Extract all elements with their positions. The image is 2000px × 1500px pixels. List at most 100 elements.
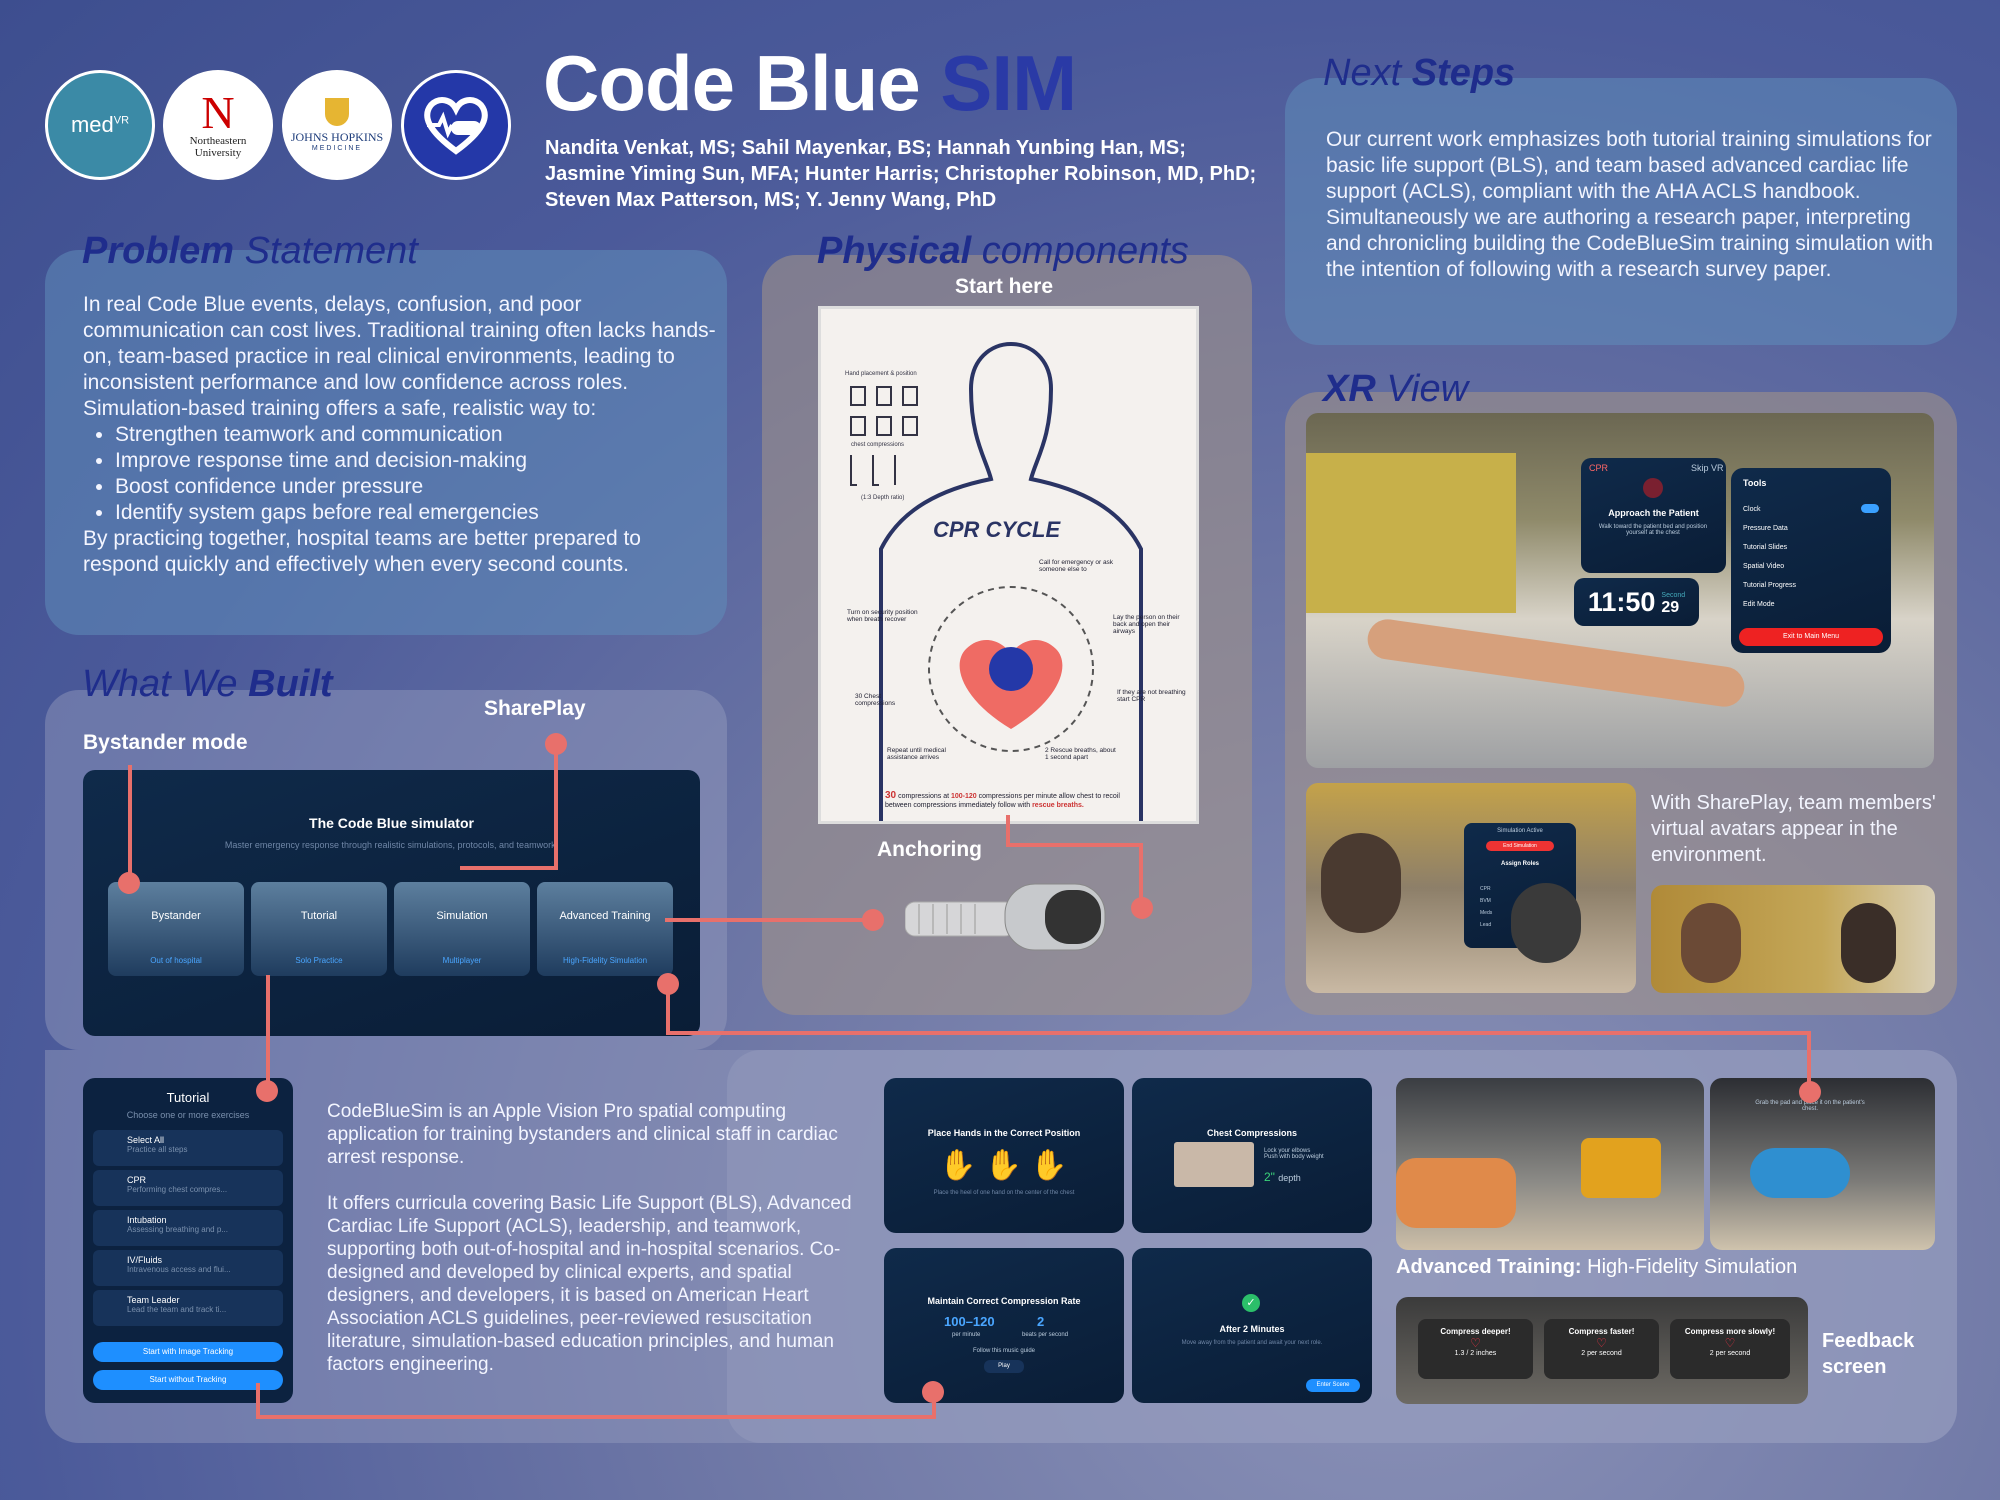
northeastern-logo: N Northeastern University <box>163 70 273 180</box>
connector <box>128 765 132 882</box>
avatar <box>1841 903 1896 983</box>
next-steps-panel <box>1285 78 1957 345</box>
connector <box>1006 815 1010 845</box>
shareplay-screenshot: Simulation Active End Simulation Assign … <box>1306 783 1636 993</box>
play-button[interactable]: Play <box>984 1360 1024 1373</box>
cpr-card: CPR Skip VR Approach the Patient Walk to… <box>1581 458 1726 573</box>
feedback-card: Compress more slowly! ♡ 2 per second <box>1670 1319 1790 1379</box>
cpr-step-6: 30 Chest compressions <box>855 693 896 707</box>
poster-title: Code Blue SIM <box>543 39 1077 127</box>
connector <box>554 740 558 870</box>
mode-card-bystander[interactable]: Bystander Out of hospital <box>108 882 244 976</box>
heart-icon: ♡ <box>1470 1336 1481 1350</box>
cpr-tag: CPR <box>1589 463 1609 473</box>
tool-progress[interactable]: Tutorial Progress <box>1743 582 1797 589</box>
connector-dot <box>922 1381 944 1403</box>
compression-photo <box>1174 1142 1254 1187</box>
tool-pressure[interactable]: Pressure Data <box>1743 525 1788 532</box>
connector-dot <box>1799 1081 1821 1103</box>
end-sim-button[interactable]: End Simulation <box>1486 841 1554 851</box>
tutorial-title: Tutorial <box>166 1090 210 1105</box>
description: CodeBlueSim is an Apple Vision Pro spati… <box>327 1101 852 1375</box>
connector <box>665 918 870 922</box>
depth-label: (1:3 Depth ratio) <box>861 495 905 501</box>
check-icon: ✓ <box>1242 1294 1260 1312</box>
connector <box>666 980 670 1035</box>
heart-icon <box>1643 478 1663 498</box>
skip-vr-button[interactable]: Skip VR <box>1691 463 1724 473</box>
feedback-screenshot: Compress deeper! ♡ 1.3 / 2 inches Compre… <box>1396 1297 1808 1404</box>
avatar <box>1321 833 1401 933</box>
connector <box>932 1390 936 1419</box>
shareplay-caption: With SharePlay, team members' virtual av… <box>1651 792 1936 866</box>
mode-card-tutorial[interactable]: Tutorial Solo Practice <box>251 882 387 976</box>
avatars-screenshot <box>1651 885 1935 993</box>
tools-title: Tools <box>1743 478 1767 488</box>
toggle-switch[interactable] <box>1861 504 1879 513</box>
step-screen-4: ✓ After 2 Minutes Move away from the pat… <box>1132 1248 1372 1403</box>
cpr-step-1: Call for emergency or ask someone else t… <box>1039 559 1114 573</box>
feedback-label: Feedback screen <box>1822 1330 1915 1378</box>
start-image-tracking-button[interactable]: Start with Image Tracking <box>93 1342 283 1362</box>
cpr-poster: Hand placement & position chest compress… <box>818 306 1199 824</box>
codebluesim-logo <box>401 70 511 180</box>
cpr-footer: 30 compressions at 100-120 compressions … <box>885 790 1120 810</box>
problem-heading: Problem Statement <box>82 230 418 272</box>
connector-dot <box>118 872 140 894</box>
next-steps-heading: Next Steps <box>1323 52 1516 94</box>
app-home-screenshot: The Code Blue simulator Master emergency… <box>83 770 700 1036</box>
app-title: The Code Blue simulator <box>309 815 474 831</box>
connector <box>1807 1031 1811 1091</box>
feedback-card: Compress deeper! ♡ 1.3 / 2 inches <box>1418 1319 1533 1379</box>
cpr-step-5: Repeat until medical assistance arrives <box>887 747 946 761</box>
exit-button[interactable]: Exit to Main Menu <box>1739 628 1883 646</box>
step-screen-3: Maintain Correct Compression Rate 100–12… <box>884 1248 1124 1403</box>
step-screen-1: Place Hands in the Correct Position Plac… <box>884 1078 1124 1233</box>
cpr-card-title: Approach the Patient <box>1608 508 1699 518</box>
advanced-caption: Advanced Training: High-Fidelity Simulat… <box>1396 1256 1798 1278</box>
connector <box>1006 843 1142 847</box>
authors: Nandita Venkat, MS; Sahil Mayenkar, BS; … <box>545 137 1257 211</box>
heart-headset-icon <box>424 97 488 155</box>
avatar <box>1511 883 1581 963</box>
problem-body: In real Code Blue events, delays, confus… <box>83 292 718 578</box>
connector-dot <box>1131 897 1153 919</box>
johns-hopkins-logo: JOHNS HOPKINS MEDICINE <box>282 70 392 180</box>
feedback-card: Compress faster! ♡ 2 per second <box>1544 1319 1659 1379</box>
connector <box>1139 843 1143 903</box>
physical-heading: Physical components <box>817 230 1189 272</box>
start-here-label: Start here <box>955 275 1054 298</box>
tool-slides[interactable]: Tutorial Slides <box>1743 544 1788 551</box>
enter-scene-button[interactable]: Enter Scene <box>1306 1379 1360 1392</box>
cpr-step-4: 2 Rescue breaths, about 1 second apart <box>1045 747 1116 761</box>
avatar <box>1681 903 1741 983</box>
advanced-screenshot-1 <box>1396 1078 1704 1250</box>
bag-valve-mask <box>1750 1148 1850 1198</box>
shield-icon <box>325 98 349 126</box>
connector <box>266 975 270 1090</box>
cpr-step-2: Lay the person on their back and open th… <box>1113 614 1180 635</box>
tool-edit[interactable]: Edit Mode <box>1743 601 1775 608</box>
defibrillator <box>1581 1138 1661 1198</box>
mode-card-simulation[interactable]: Simulation Multiplayer <box>394 882 530 976</box>
connector-dot <box>862 909 884 931</box>
patient-arm <box>1396 1158 1516 1228</box>
connector <box>460 866 558 870</box>
xr-main-screenshot: CPR Skip VR Approach the Patient Walk to… <box>1306 413 1934 768</box>
tool-clock[interactable]: Clock <box>1743 506 1761 513</box>
hand-placement-label: Hand placement & position <box>845 371 917 377</box>
tool-video[interactable]: Spatial Video <box>1743 563 1785 570</box>
mode-card-advanced[interactable]: Advanced Training High-Fidelity Simulati… <box>537 882 673 976</box>
yellow-wall <box>1306 453 1516 613</box>
start-without-tracking-button[interactable]: Start without Tracking <box>93 1370 283 1390</box>
connector <box>666 1031 1810 1035</box>
grab-instruction: Grab the pad and place it on the patient… <box>1755 1100 1865 1112</box>
connector-dot <box>545 733 567 755</box>
heart-icon: ♡ <box>1596 1336 1607 1350</box>
